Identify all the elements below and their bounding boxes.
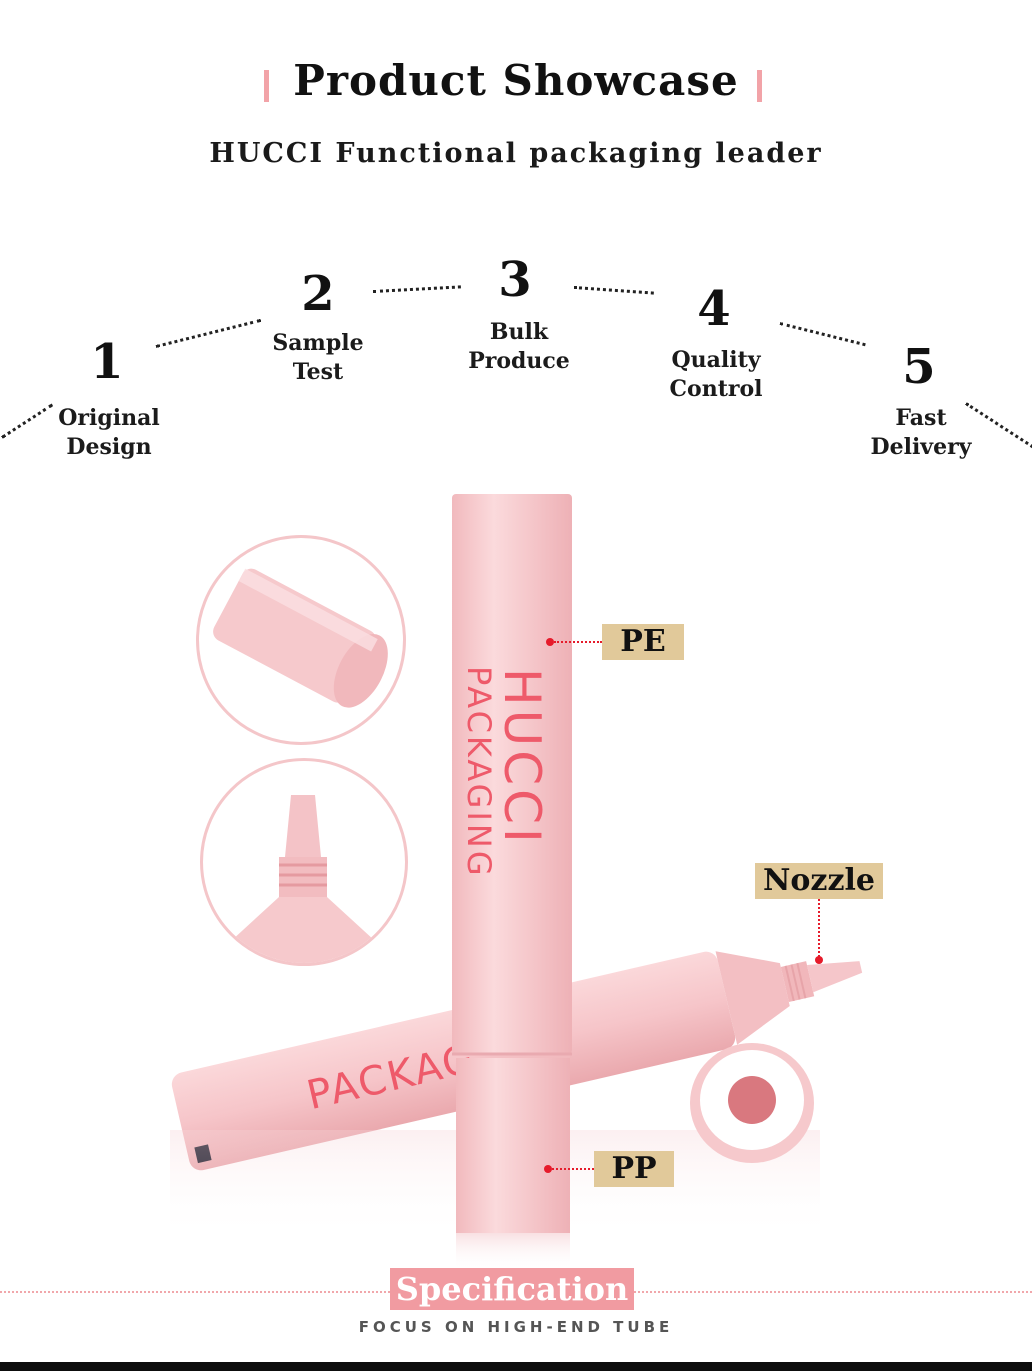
nozzle-marker [815, 956, 823, 964]
step-label: Original Design [58, 405, 160, 460]
nozzle-detail-image [207, 795, 399, 963]
standing-tube-cap [456, 1058, 570, 1233]
brand-text: HUCCI [493, 668, 551, 847]
nozzle-leader [818, 899, 820, 957]
arc-connector [372, 285, 461, 293]
step-label: Quality Control [669, 347, 763, 402]
step-number: 5 [902, 339, 936, 395]
pp-leader [552, 1168, 594, 1170]
page-title: Product Showcase [293, 56, 739, 105]
brand-subtext: PACKAGING [460, 666, 498, 879]
title-bar-right [757, 70, 762, 102]
pp-marker [544, 1165, 552, 1173]
bottom-bar [0, 1362, 1032, 1371]
standing-tube [452, 494, 572, 1054]
step-number: 1 [90, 334, 124, 390]
step-number: 4 [697, 281, 731, 337]
pe-leader [554, 641, 602, 643]
page-subtitle: HUCCI Functional packaging leader [209, 138, 823, 169]
pe-marker [546, 638, 554, 646]
pp-callout: PP [594, 1151, 674, 1187]
arc-connector [779, 322, 866, 347]
step-label: Sample Test [272, 330, 364, 385]
cap-detail-image [213, 568, 388, 708]
step-number: 2 [301, 266, 335, 322]
detail-circle-nozzle [200, 758, 408, 966]
spec-subtitle: FOCUS ON HIGH-END TUBE [358, 1318, 674, 1336]
product-illustration: PACKAG HUCCI PACKAGING [170, 494, 863, 1270]
spec-label: Specification [390, 1268, 634, 1310]
arc-connector [573, 286, 654, 295]
pe-callout: PE [602, 624, 684, 660]
cap-end-view [690, 1043, 814, 1163]
spec-divider-right [634, 1291, 1032, 1293]
spec-divider-left [0, 1291, 390, 1293]
detail-circle-cap [196, 535, 406, 745]
step-label: Fast Delivery [870, 405, 972, 460]
step-label: Bulk Produce [468, 319, 570, 374]
step-number: 3 [498, 252, 532, 308]
title-bar-left [264, 70, 269, 102]
nozzle-callout: Nozzle [755, 863, 883, 899]
